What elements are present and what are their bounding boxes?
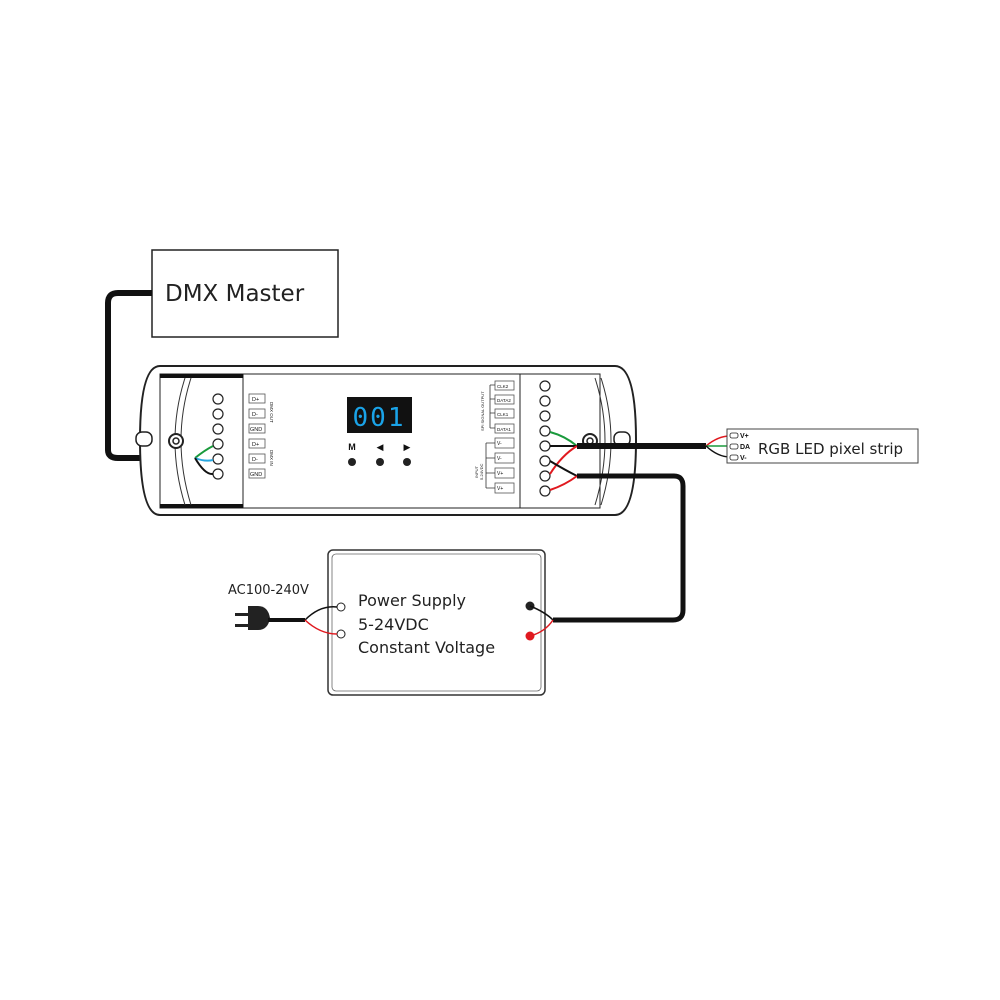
- led-strip: V+ DA V- RGB LED pixel strip: [705, 428, 919, 464]
- wire-psu-black: [549, 460, 578, 477]
- mode-button-label: M: [348, 442, 356, 452]
- left-button-label: ◀: [377, 442, 384, 452]
- right-button[interactable]: [403, 458, 411, 466]
- input-v-plus-2: V+: [497, 486, 503, 492]
- display-value: 001: [353, 403, 406, 433]
- wire-black: [194, 457, 214, 476]
- ac-input-label: AC100-240V: [228, 583, 309, 598]
- power-supply: Power Supply 5-24VDC Constant Voltage: [327, 549, 554, 696]
- input-v-minus-2: V-: [497, 456, 502, 462]
- dmx-master-label: DMX Master: [165, 281, 305, 307]
- spi-data2: DATA2: [497, 398, 511, 403]
- dmx-in-d-plus: D+: [252, 442, 259, 448]
- input-v-plus-1: V+: [497, 471, 503, 477]
- strip-pin-da: DA: [740, 444, 750, 451]
- wire-psu-red: [549, 475, 578, 491]
- wire-vplus-red: [549, 445, 578, 475]
- psu-line3: Constant Voltage: [358, 638, 495, 657]
- dmx-master-box: DMX Master: [151, 249, 339, 338]
- dmx-out-group-label: DMX OUT: [269, 402, 274, 423]
- wire-green: [194, 445, 214, 459]
- dmx-labels: D+ D- GND D+ D- GND DMX OUT DMX IN: [248, 393, 274, 479]
- mode-button[interactable]: [348, 458, 356, 466]
- spi-clk2: CLK2: [497, 384, 509, 389]
- mount-hole-icon: [168, 433, 184, 449]
- wire-data-green: [549, 431, 578, 447]
- psu-line2: 5-24VDC: [358, 615, 429, 634]
- dmx-out-gnd: GND: [250, 427, 262, 433]
- input-group-label: INPUT: [474, 465, 479, 478]
- right-button-label: ▶: [404, 442, 411, 452]
- dmx-in-d-minus: D-: [252, 457, 258, 463]
- spi-clk1: CLK1: [497, 412, 509, 417]
- input-v-minus-1: V-: [497, 441, 502, 447]
- ac-plug-icon: AC100-240V: [228, 583, 338, 635]
- power-cable: [553, 473, 686, 623]
- controller-body: [135, 365, 638, 516]
- dmx-in-group-label: DMX IN: [269, 450, 274, 466]
- dmx-out-d-plus: D+: [252, 397, 259, 403]
- wire-blue: [194, 457, 214, 462]
- strip-pin-vminus: V-: [740, 455, 747, 462]
- led-display: 001: [347, 397, 412, 433]
- input-range-label: 5-24VDC: [479, 463, 484, 480]
- spi-group-label: SPI SIGNAL OUTPUT: [480, 391, 485, 431]
- psu-line1: Power Supply: [358, 591, 466, 610]
- spi-data1: DATA1: [497, 427, 511, 432]
- right-terminal-block: [539, 380, 551, 497]
- control-buttons[interactable]: M ◀ ▶: [348, 442, 411, 466]
- dmx-out-d-minus: D-: [252, 412, 258, 418]
- left-button[interactable]: [376, 458, 384, 466]
- strip-label: RGB LED pixel strip: [758, 440, 903, 458]
- spi-input-labels: CLK2 DATA2 CLK1 DATA1 V- V- V+ V+ SPI SI…: [474, 380, 515, 494]
- dmx-cable: [105, 290, 195, 461]
- left-terminal-block: [212, 393, 224, 480]
- dmx-in-gnd: GND: [250, 472, 262, 478]
- strip-pin-vplus: V+: [740, 433, 749, 440]
